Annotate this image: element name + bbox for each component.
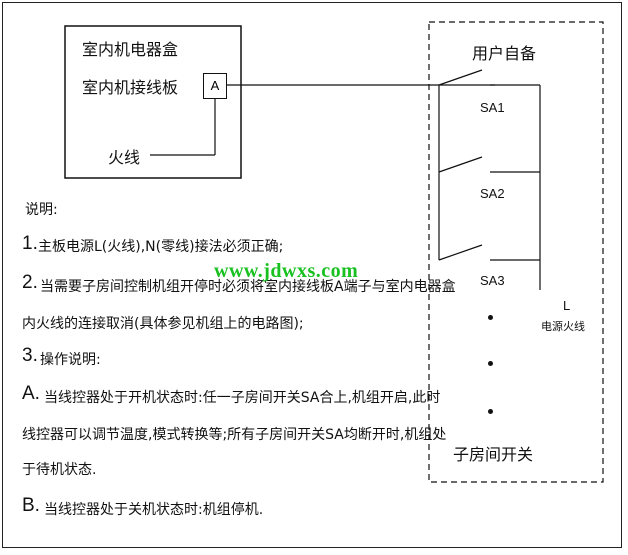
ellipsis-dot [488, 315, 493, 320]
switch-sa2-blade [438, 156, 483, 173]
note-a-text-c: 于待机状态. [22, 462, 97, 478]
room-switch-label: 子房间开关 [453, 445, 534, 464]
note-a-text-b: 线控器可以调节温度,模式转换等;所有子房间开关SA均断开时,机组处 [22, 427, 447, 443]
switch-sa2-label: SA2 [480, 186, 505, 201]
user-provided-title: 用户自备 [472, 44, 537, 63]
note1-number: 1. [22, 233, 38, 254]
power-live-label: 电源火线 [541, 320, 585, 333]
switch-sa3-label: SA3 [480, 273, 505, 288]
note2-text-a: 当需要子房间控制机组开停时必须将室内接线板A端子与室内电器盒 [40, 279, 456, 295]
indoor-box-line1: 室内机电器盒 [82, 40, 179, 59]
note-a-letter: A. [22, 383, 40, 404]
outer-frame [2, 2, 622, 548]
ellipsis-dot [488, 361, 493, 366]
user-box-outline [428, 21, 604, 483]
note-b-text: 当线控器处于关机状态时:机组停机. [44, 502, 264, 518]
note3-number: 3. [22, 345, 38, 366]
note2-text-b: 内火线的连接取消(具体参见机组上的电路图); [22, 316, 304, 332]
ellipsis-dot [488, 409, 493, 414]
note1-text: 主板电源L(火线),N(零线)接法必须正确; [38, 239, 284, 255]
switch-sa1-blade [438, 69, 483, 86]
live-wire-label: 火线 [108, 148, 141, 167]
l-terminal-label: L [563, 298, 571, 313]
note-a-text-a: 当线控器处于开机状态时:任一子房间开关SA合上,机组开启,此时 [44, 390, 441, 406]
note-b-letter: B. [22, 495, 40, 516]
switch-sa3-blade [438, 244, 483, 261]
watermark: www.jdwxs.com [214, 260, 359, 282]
terminal-a: A [203, 73, 227, 99]
switch-sa1-label: SA1 [480, 100, 505, 115]
indoor-box-outline [64, 25, 242, 179]
note2-number: 2. [22, 272, 38, 293]
indoor-box-line2: 室内机接线板 [82, 78, 179, 97]
note3-text: 操作说明: [40, 352, 101, 368]
notes-heading: 说明: [25, 202, 58, 218]
